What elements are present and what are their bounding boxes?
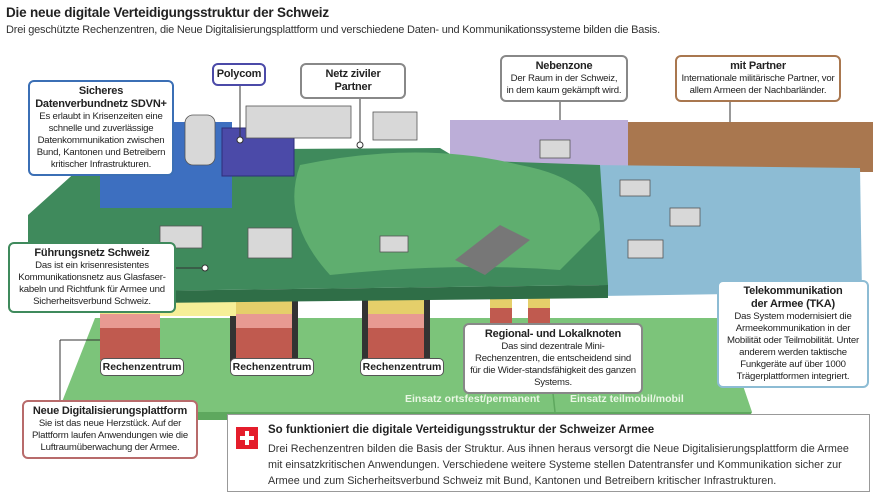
swiss-flag-icon — [236, 427, 258, 449]
zone-label-mobile: Einsatz teilmobil/mobil — [570, 393, 684, 405]
sdvn-title-2: Datenverbundnetz SDVN+ — [35, 98, 167, 110]
callout-tka: Telekommunikation der Armee (TKA) Das Sy… — [717, 280, 869, 388]
buildings — [159, 105, 701, 259]
ndp-text: Sie ist das neue Herzstück. Auf der Plat… — [31, 418, 188, 453]
callout-sdvn: Sicheres Datenverbundnetz SDVN+ Es erlau… — [28, 80, 174, 176]
callout-mit-partner: mit Partner Internationale militärische … — [675, 55, 841, 102]
fuehrungsnetz-text: Das ist ein krisenresistentes Kommunikat… — [18, 260, 166, 307]
regional-title: Regional- und Lokalknoten — [484, 328, 622, 340]
zone-label-fixed: Einsatz ortsfest/permanent — [405, 393, 540, 405]
regional-text: Das sind dezentrale Mini-Rechenzentren, … — [470, 341, 636, 388]
ndp-title: Neue Digitalisierungsplattform — [32, 405, 188, 417]
callout-connectors — [59, 85, 731, 400]
datacenter-label: Rechenzentrum — [100, 358, 184, 376]
partner-title: mit Partner — [730, 60, 786, 72]
info-text: Drei Rechenzentren bilden die Basis der … — [268, 443, 849, 487]
info-box: So funktioniert die digitale Verteidigun… — [227, 414, 870, 492]
nebenzone — [450, 120, 628, 168]
callout-fuehrungsnetz: Führungsnetz Schweiz Das ist ein krisenr… — [8, 242, 176, 313]
tka-zone — [590, 165, 862, 296]
nebenzone-text: Der Raum in der Schweiz, in dem kaum gek… — [506, 73, 622, 96]
tka-title-1: Telekommunikation — [743, 285, 843, 297]
callout-regional: Regional- und Lokalknoten Das sind dezen… — [463, 323, 643, 394]
tka-title-2: der Armee (TKA) — [751, 298, 835, 310]
callout-polycom: Polycom — [212, 63, 266, 86]
partner-text: Internationale militärische Partner, vor… — [681, 73, 835, 96]
callout-ndp: Neue Digitalisierungsplattform Sie ist d… — [22, 400, 198, 459]
page-title: Die neue digitale Verteidigungsstruktur … — [6, 5, 329, 20]
sdvn-text: Es erlaubt in Krisenzeiten eine schnelle… — [36, 111, 166, 170]
callout-netz-ziviler-partner: Netz ziviler Partner — [300, 63, 406, 99]
callout-nebenzone: Nebenzone Der Raum in der Schweiz, in de… — [500, 55, 628, 102]
polycom-title: Polycom — [216, 68, 262, 80]
sdvn-title-1: Sicheres — [78, 85, 124, 97]
runway — [455, 225, 530, 275]
datacenter-label: Rechenzentrum — [360, 358, 444, 376]
info-title: So funktioniert die digitale Verteidigun… — [268, 424, 655, 436]
zivil-title: Netz ziviler Partner — [325, 68, 381, 93]
tka-text: Das System modernisiert die Armeekommuni… — [727, 311, 859, 382]
nebenzone-title: Nebenzone — [535, 60, 593, 72]
page-subtitle: Drei geschützte Rechenzentren, die Neue … — [6, 24, 660, 36]
datacenter-label: Rechenzentrum — [230, 358, 314, 376]
partner-zone — [625, 122, 873, 172]
fuehrungsnetz-title: Führungsnetz Schweiz — [34, 247, 150, 259]
